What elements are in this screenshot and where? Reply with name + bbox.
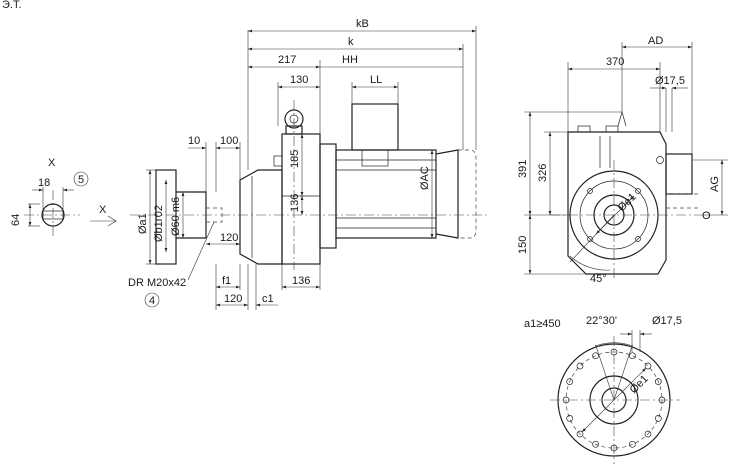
flange-view: a1≥450 22°30' bbox=[524, 315, 682, 464]
callout-5: 5 bbox=[78, 174, 84, 186]
dim-136-vertical: 136 bbox=[289, 194, 301, 212]
dim-hole-17-5-flange: Ø17,5 bbox=[652, 315, 682, 327]
dim-e1-flange: Øe1 bbox=[628, 373, 651, 396]
dim-10: 10 bbox=[188, 135, 200, 147]
end-housing bbox=[567, 131, 667, 275]
view-direction-arrow bbox=[90, 215, 117, 227]
terminal-box-base bbox=[361, 149, 389, 167]
dim-326: 326 bbox=[537, 164, 549, 182]
output-flange bbox=[155, 169, 177, 265]
dim-185: 185 bbox=[289, 150, 301, 168]
shaft-key bbox=[42, 210, 64, 220]
vent-plug bbox=[273, 155, 283, 167]
dim-angle-45: 45° bbox=[590, 273, 607, 285]
fan-cover bbox=[435, 149, 459, 239]
top-note: Э.Т. bbox=[2, 0, 22, 11]
upper-housing bbox=[281, 133, 321, 265]
dim-AC: ØAC bbox=[419, 166, 431, 190]
dim-18: 18 bbox=[38, 177, 50, 189]
main-view: kB k 217 HH 130 LL 10 100 185 136 ØAC bbox=[128, 18, 488, 310]
end-terminal-box bbox=[665, 153, 693, 195]
end-lifting-eye bbox=[617, 110, 627, 127]
dim-c1: c1 bbox=[262, 293, 274, 305]
dim-136-bottom: 136 bbox=[292, 275, 310, 287]
dim-a1: Øa1 bbox=[137, 213, 149, 234]
dim-150: 150 bbox=[517, 236, 529, 254]
dim-HH: HH bbox=[342, 54, 358, 66]
terminal-box bbox=[351, 103, 399, 151]
shaft-end-view: 18 64 X 5 X bbox=[10, 157, 117, 238]
angle-arc-22-30 bbox=[594, 342, 634, 347]
angle-arc-45 bbox=[569, 255, 611, 271]
dim-AG: AG bbox=[709, 176, 721, 192]
callout-4-circle bbox=[144, 292, 160, 308]
dim-AD: AD bbox=[648, 35, 663, 47]
dim-60m6: Ø60 m6 bbox=[170, 197, 182, 236]
dim-hole-17-5: Ø17,5 bbox=[655, 75, 685, 87]
dim-LL: LL bbox=[370, 74, 382, 86]
callout-4: 4 bbox=[149, 295, 155, 307]
callout-5-circle bbox=[73, 171, 89, 187]
gear-housing bbox=[239, 169, 283, 265]
end-view: Øe1 AD 370 Ø17,5 391 326 150 AG O bbox=[517, 35, 728, 285]
dim-130: 130 bbox=[290, 74, 308, 86]
dim-120-inner: 120 bbox=[220, 232, 238, 244]
dim-391: 391 bbox=[517, 160, 529, 178]
dim-angle-22-30: 22°30' bbox=[586, 315, 617, 327]
dim-O: O bbox=[702, 210, 711, 222]
thread-leader bbox=[187, 221, 215, 281]
dim-64: 64 bbox=[10, 214, 22, 226]
shaft-end-circle bbox=[41, 203, 65, 227]
view-marker-x: X bbox=[48, 157, 56, 169]
dim-120-bottom: 120 bbox=[224, 293, 242, 305]
thread-label: DR M20x42 bbox=[128, 277, 186, 289]
direction-marker-x: X bbox=[99, 204, 107, 216]
flange-condition: a1≥450 bbox=[524, 318, 561, 330]
motor-adapter bbox=[319, 143, 337, 249]
dim-370: 370 bbox=[606, 56, 624, 68]
dim-100: 100 bbox=[220, 135, 238, 147]
dim-k: k bbox=[348, 36, 354, 48]
dim-kB: kB bbox=[356, 18, 369, 30]
motor-body bbox=[335, 149, 437, 239]
dim-f1: f1 bbox=[222, 275, 231, 287]
dim-b1: Øb1г02 bbox=[153, 205, 165, 242]
dim-217: 217 bbox=[278, 54, 296, 66]
fan-cover-hidden bbox=[458, 149, 477, 239]
